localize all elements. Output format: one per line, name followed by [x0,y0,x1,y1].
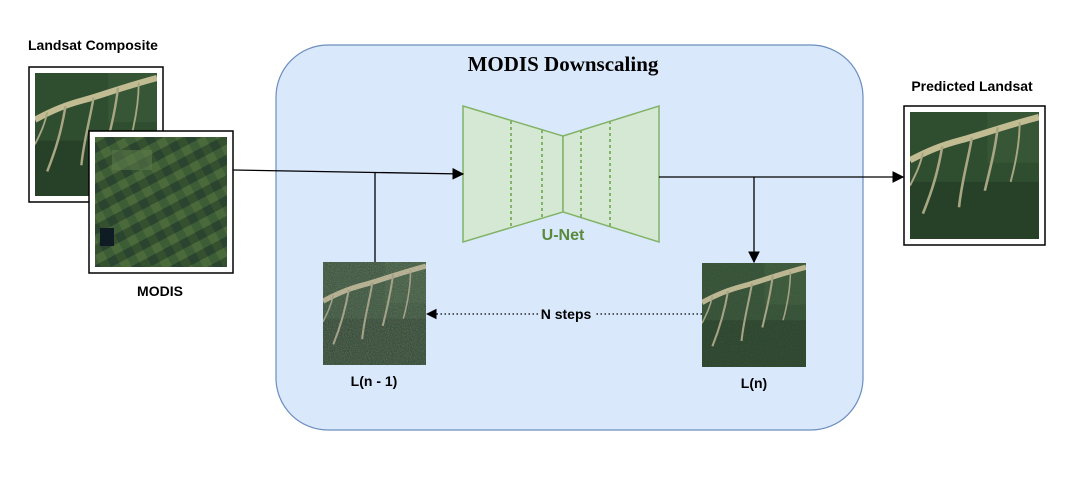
modis-to-unet-arrow [232,167,465,180]
panel-title: MODIS Downscaling [468,52,659,76]
predicted-landsat-image [903,105,1046,246]
l-n-label: L(n) [741,375,767,391]
l-n-minus-1-image [323,262,426,365]
unet-block [462,104,660,244]
landsat-composite-label: Landsat Composite [28,37,158,53]
unet-label: U-Net [542,227,585,244]
l-n-minus-1-label: L(n - 1) [351,373,398,389]
n-steps-label: N steps [541,306,592,322]
predicted-landsat-label: Predicted Landsat [911,78,1033,94]
modis-image [88,130,234,274]
l-n-image [702,263,806,367]
modis-label: MODIS [137,283,183,299]
